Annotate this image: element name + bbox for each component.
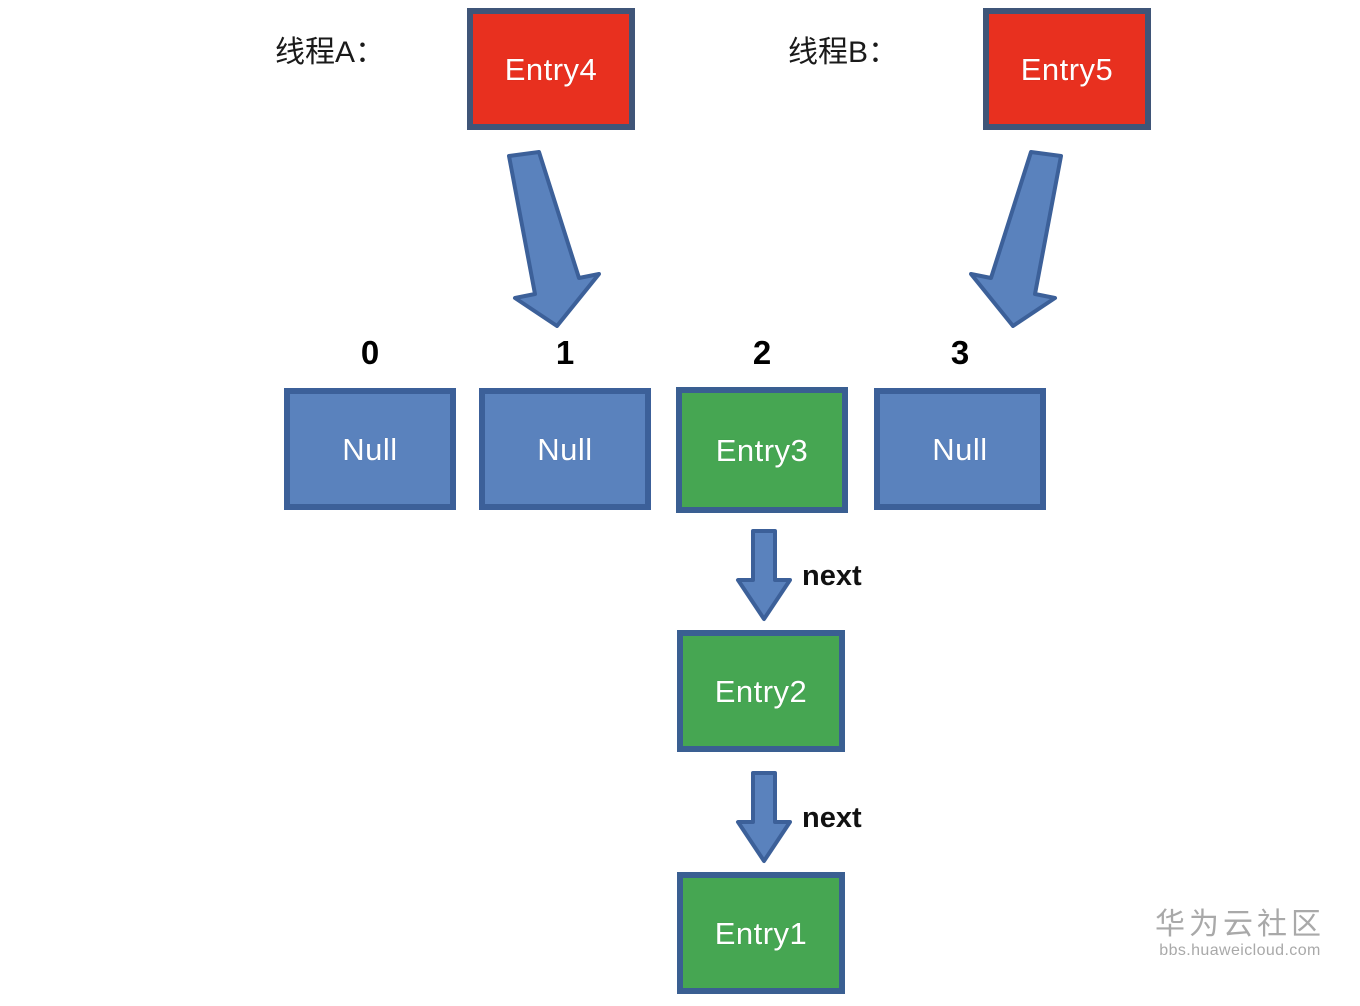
watermark: 华为云社区 bbs.huaweicloud.com [1155, 908, 1325, 960]
thread-a-label: 线程A： [275, 36, 386, 69]
bucket-index-0: 0 [360, 334, 380, 371]
next-label-1: next [802, 560, 862, 592]
thread-b-label: 线程B： [788, 36, 899, 69]
bucket-slot-2: Entry3 [676, 387, 848, 513]
arrow-thread-b-to-bucket3 [969, 150, 1063, 328]
bucket-slot-1: Null [479, 388, 651, 510]
node-entry2: Entry2 [677, 630, 845, 752]
arrow-entry3-to-entry2 [736, 529, 792, 621]
arrow-entry2-to-entry1 [736, 771, 792, 863]
node-entry4: Entry4 [467, 8, 635, 130]
watermark-url: bbs.huaweicloud.com [1159, 942, 1321, 959]
bucket-index-3: 3 [950, 334, 970, 371]
next-label-2: next [802, 802, 862, 834]
arrow-thread-a-to-bucket1 [507, 150, 601, 328]
node-entry5: Entry5 [983, 8, 1151, 130]
node-entry1: Entry1 [677, 872, 845, 994]
bucket-slot-3: Null [874, 388, 1046, 510]
bucket-index-2: 2 [752, 334, 772, 371]
bucket-index-1: 1 [555, 334, 575, 371]
bucket-slot-0: Null [284, 388, 456, 510]
watermark-title: 华为云社区 [1155, 908, 1325, 941]
